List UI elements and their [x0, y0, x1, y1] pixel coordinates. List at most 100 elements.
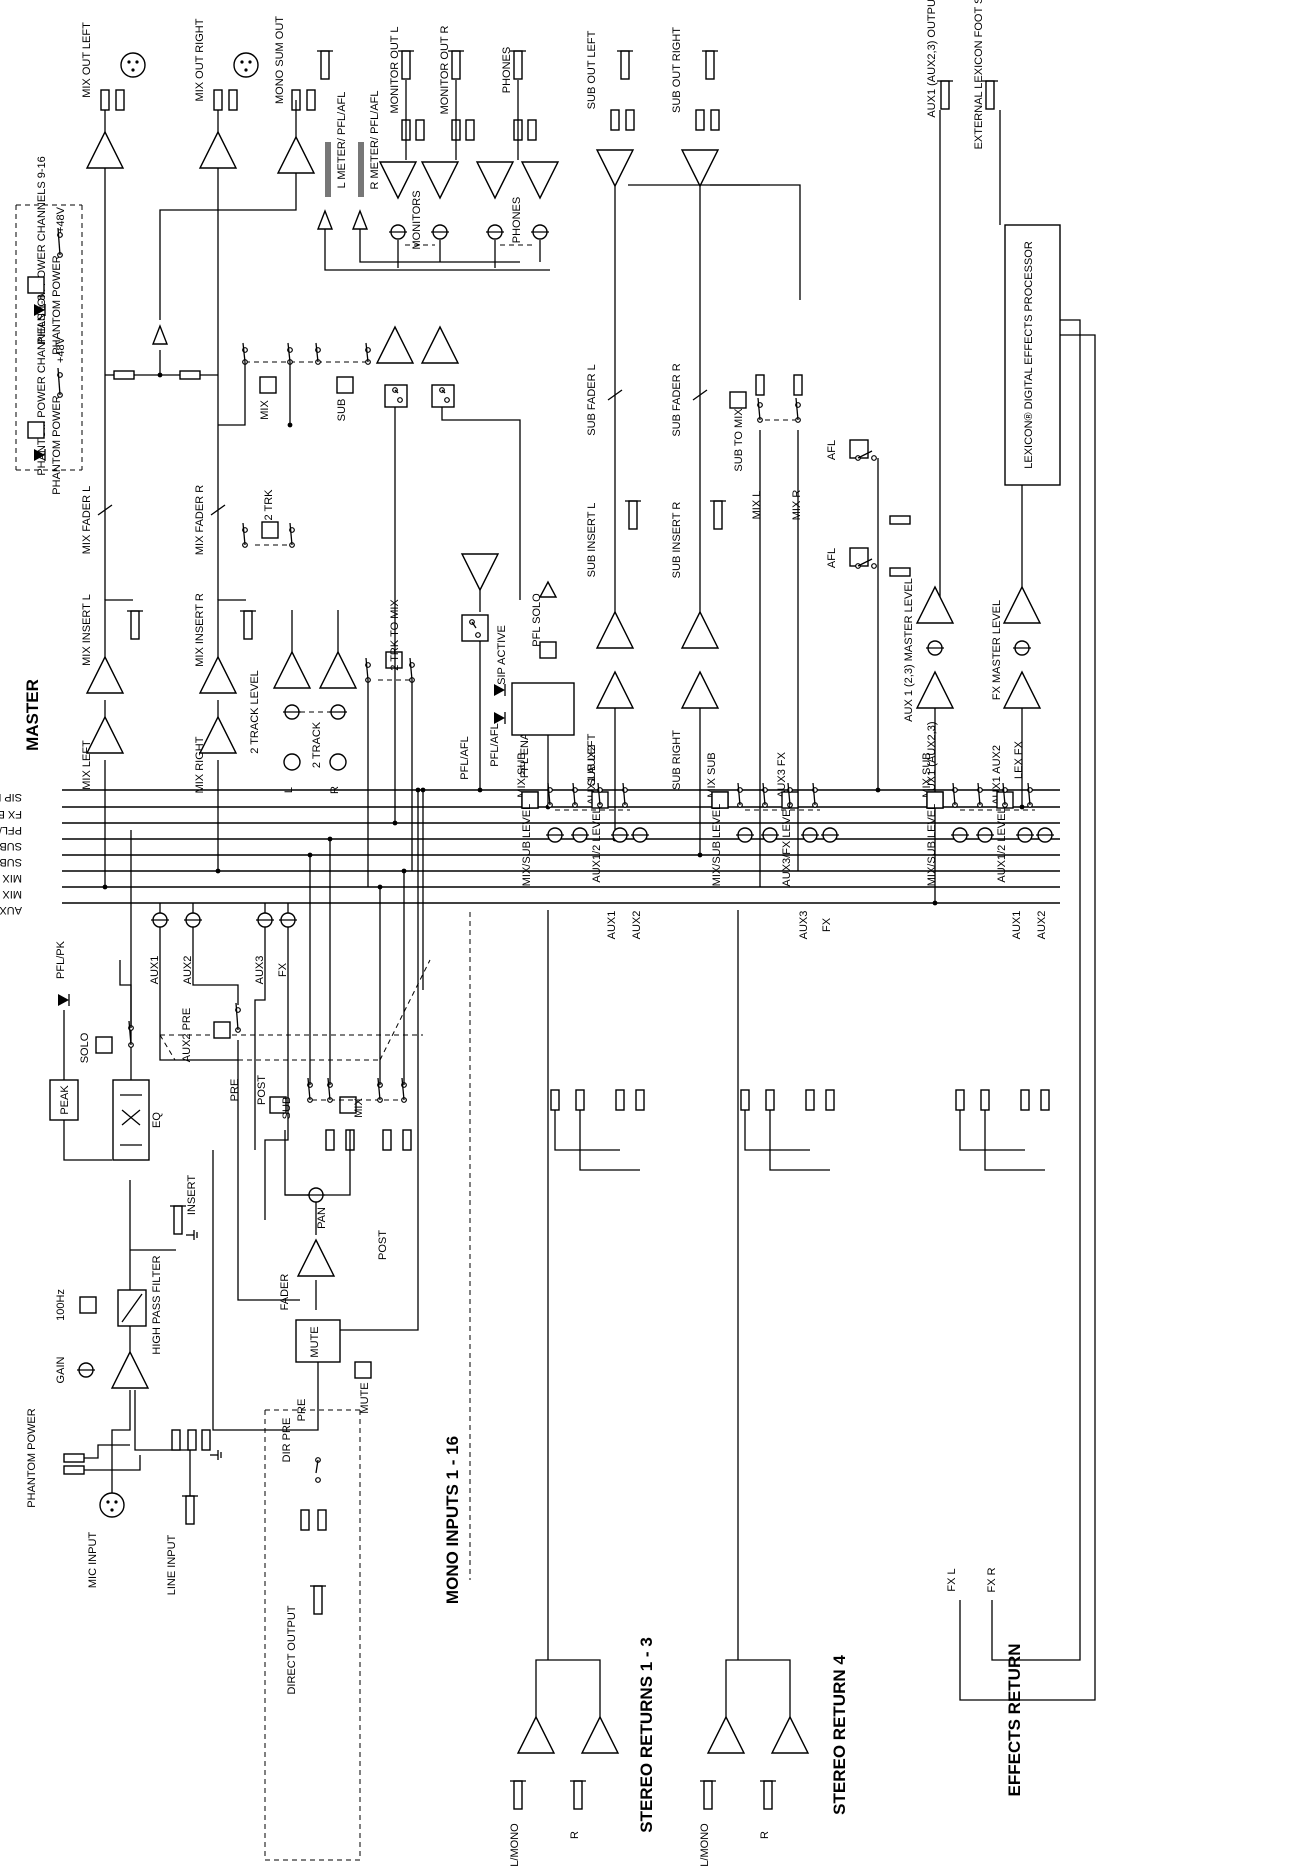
resistor — [415, 119, 425, 141]
effects-return-aux-label-group: AUX1 AUX2 — [991, 745, 1003, 805]
mix-right-summing-amp — [198, 715, 238, 754]
resistor — [187, 1429, 197, 1451]
sub-right-fader-label-group: SUB FADER R — [671, 363, 683, 436]
mute-switch-label: MUTE — [359, 1382, 371, 1413]
hpf-100hz-switch — [79, 1296, 97, 1314]
section-title-stereo-returns-1-3: STEREO RETURNS 1 - 3 — [637, 1637, 656, 1833]
stereo-return-4-mix-level-label: MIX/SUB LEVEL — [711, 804, 723, 887]
stereo-return-4-l-amp — [706, 1715, 746, 1754]
wire — [744, 1110, 810, 1151]
mix-right-insert-amp — [198, 655, 238, 694]
mute-post-label: POST — [377, 1230, 389, 1260]
stereo-return-1-3-aux-label-group: AUX1 AUX2 — [586, 745, 598, 805]
pan-label-group: PAN — [316, 1207, 328, 1229]
section-title-mono-inputs-group: MONO INPUTS 1 - 16 — [443, 1436, 462, 1604]
fader-amplifier — [296, 1238, 336, 1277]
aux2-pre-switch — [213, 1021, 231, 1039]
sr4-aux3-bus-label: AUX3 — [798, 911, 810, 940]
sub-left-fader-label-group: SUB FADER L — [586, 364, 598, 436]
hz100-label: 100Hz — [55, 1289, 67, 1321]
sub-right-insert-amp — [680, 610, 720, 649]
mix-right-output-label-group: MIX OUT RIGHT — [194, 18, 206, 101]
stereo-return-4-aux-level-label-group: AUX3/FX LEVEL — [781, 803, 793, 886]
mon-sw3-lever — [315, 342, 319, 363]
direct-output-label: DIRECT OUTPUT — [286, 1605, 298, 1694]
two-track-level-label-group: 2 TRACK LEVEL — [249, 670, 261, 754]
stereo-return-1-3-mix-sub-label-group: MIX SUB — [516, 752, 528, 797]
stereo-returns-1-3-r-label: R — [569, 1831, 581, 1839]
two-track-l-label-group: L — [283, 787, 295, 793]
mono-sum-amp — [276, 135, 316, 174]
wire — [284, 1130, 351, 1196]
mix-right-fader-arrow — [210, 504, 226, 516]
stereo-return-1-3-mix-sub-label: MIX SUB — [516, 752, 528, 797]
solo-link — [379, 959, 431, 1061]
stereo-return-1-3-aux-label: AUX1 AUX2 — [586, 745, 598, 805]
wire — [991, 319, 1081, 1661]
bus-label-group: MIX RIGHT BUS — [0, 872, 22, 884]
sub-left-insert-amp — [595, 610, 635, 649]
effects-return-mix-sub-label-group: MIX SUB — [921, 752, 933, 797]
wire — [984, 1110, 1045, 1171]
dir-pre-sw-contact — [315, 1477, 321, 1483]
sub-monitor-label: SUB — [336, 399, 348, 422]
lex-fx-label-group: LEX FX — [1013, 740, 1025, 779]
pfl-l-amp — [375, 325, 415, 364]
mic-input-label-group: MIC INPUT — [87, 1532, 99, 1589]
aux-master-level-label: AUX 1 (2,3) MASTER LEVEL — [903, 578, 915, 722]
sub-right-fader-arrow — [692, 389, 708, 401]
sub-sw-r-lever — [327, 1077, 331, 1101]
monitor-out-r-jack — [451, 50, 461, 80]
xlr-pin — [131, 68, 135, 72]
stereo-return-4-resistor — [740, 1089, 750, 1111]
monitor-out-r-label: MONITOR OUT R — [439, 26, 451, 115]
r-meter-bar — [358, 142, 364, 197]
pfl-r-sw-lever — [441, 389, 446, 394]
mix-right-output-amp — [198, 130, 238, 169]
junction-dot — [932, 900, 938, 906]
phones-label: PHONES — [501, 47, 513, 93]
resistor — [889, 515, 911, 525]
mix-left-fader-label-group: MIX FADER L — [81, 486, 93, 554]
stereo-return-1-3-resistor — [635, 1089, 645, 1111]
fx-l-label: FX L — [946, 1568, 958, 1591]
two-trk-sw-l-lever — [242, 522, 246, 546]
bus-label: SUB RIGHT BUS — [0, 840, 22, 852]
resistor — [300, 1509, 310, 1531]
sub-left-insert-label-group: SUB INSERT L — [586, 503, 598, 578]
monitors-label-group: MONITORS — [411, 190, 423, 249]
stereo-returns-1-3-r-jack — [573, 1780, 583, 1810]
two-trk-mix-sw-r-lever — [409, 657, 413, 681]
junction-dot — [1019, 804, 1025, 810]
resistor — [306, 89, 316, 111]
section-title-effects-return-group: EFFECTS RETURN — [1005, 1644, 1024, 1797]
junction-dot — [401, 868, 407, 874]
mute-label-group: MUTE — [309, 1326, 321, 1357]
peak-label: PEAK — [59, 1085, 71, 1115]
sub-assign-label-group: SUB — [281, 1097, 293, 1120]
foot-switch-label-group: EXTERNAL LEXICON FOOT SWITCH — [973, 0, 985, 149]
direct-output-label-group: DIRECT OUTPUT — [286, 1605, 298, 1694]
effects-return-mix-level-label-group: MIX/SUB LEVEL — [926, 804, 938, 887]
send-aux3-label: AUX3 — [254, 956, 266, 985]
wire — [121, 1109, 141, 1126]
wire — [237, 1060, 300, 1301]
junction-dot — [392, 820, 398, 826]
aux-master-level-label-group: AUX 1 (2,3) MASTER LEVEL — [903, 578, 915, 722]
monitor-out-l-label-group: MONITOR OUT L — [389, 27, 401, 114]
mix-r-label-group: MIX R — [791, 490, 803, 521]
bus-label: AUX BUSSES — [0, 904, 22, 916]
pfl-sum-amp — [460, 553, 500, 592]
high-pass-filter-label: HIGH PASS FILTER — [151, 1255, 163, 1354]
wire — [159, 173, 297, 320]
stereo-return-1-3-mix-level-label-group: MIX/SUB LEVEL — [521, 804, 533, 887]
mix-assign-label: MIX — [353, 1098, 365, 1118]
pfl-l-sw-contact — [397, 397, 403, 403]
sr13-aux2-bus-label: AUX2 — [631, 911, 643, 940]
resistor — [100, 89, 110, 111]
insert-label-group: INSERT — [186, 1175, 198, 1215]
afl-1-label: AFL — [826, 440, 838, 460]
dir-pre-label: DIR PRE — [281, 1418, 293, 1463]
phones-l-amp — [475, 161, 515, 200]
